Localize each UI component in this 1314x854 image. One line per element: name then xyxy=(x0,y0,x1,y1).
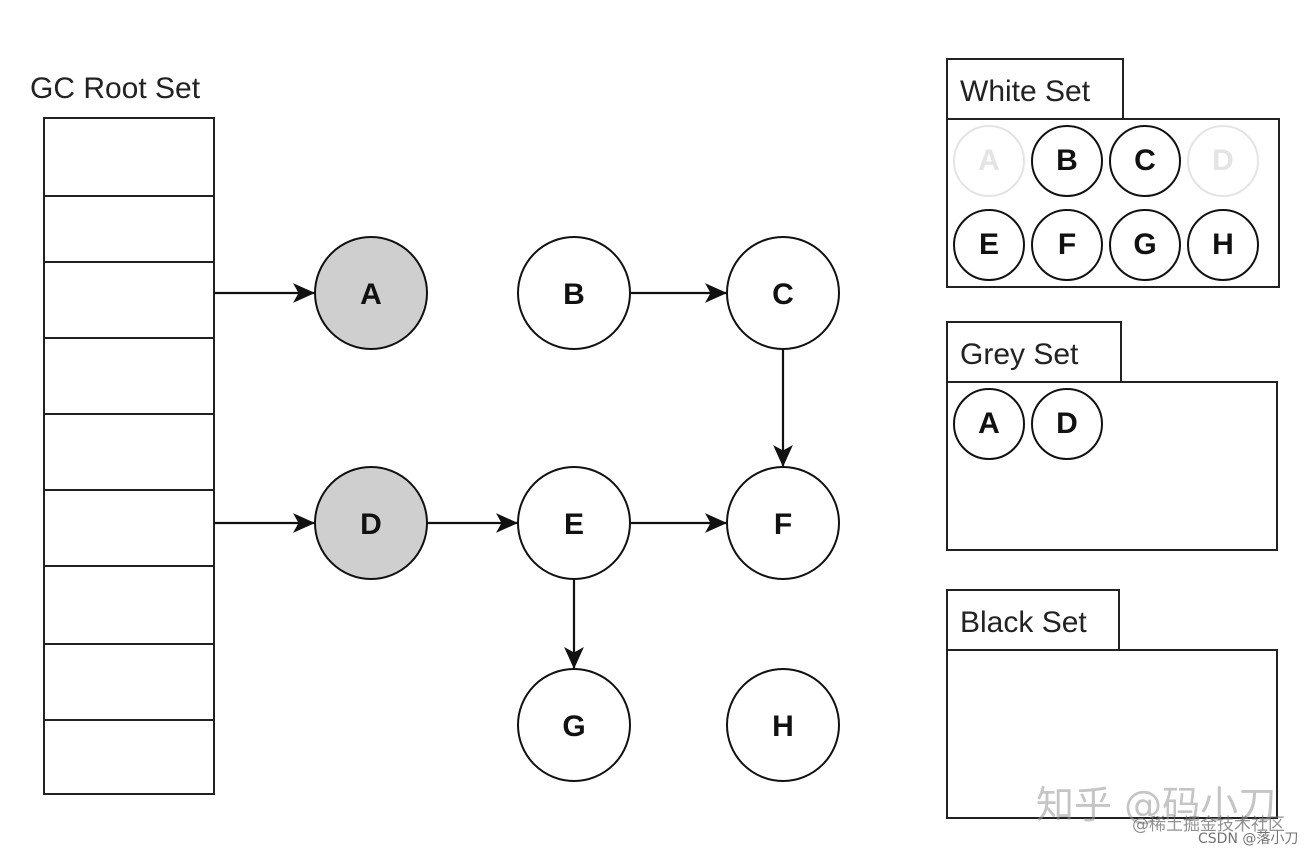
black-set-box xyxy=(946,649,1278,819)
white-set-item-H: H xyxy=(1187,209,1259,281)
node-H-label: H xyxy=(772,710,794,743)
node-A xyxy=(314,236,428,350)
node-B-label: B xyxy=(563,278,585,311)
object-nodes: A B C D E F G H xyxy=(314,236,840,782)
root-slot-2 xyxy=(43,195,215,263)
gc-root-set-title: GC Root Set xyxy=(30,72,201,105)
node-G-label: G xyxy=(562,710,585,743)
node-C xyxy=(726,236,840,350)
node-H xyxy=(726,668,840,782)
white-set-item-B: B xyxy=(1031,125,1103,197)
node-D xyxy=(314,466,428,580)
gc-root-set xyxy=(43,117,215,795)
node-F-label: F xyxy=(774,508,792,541)
black-set-tab: Black Set xyxy=(946,589,1120,651)
csdn-watermark: CSDN @落小刀 xyxy=(1198,831,1299,847)
white-set-item-A: A xyxy=(953,125,1025,197)
node-G xyxy=(517,668,631,782)
white-set-item-F: F xyxy=(1031,209,1103,281)
root-slot-3 xyxy=(43,261,215,339)
root-slot-4 xyxy=(43,337,215,415)
grey-set-item-A: A xyxy=(953,388,1025,460)
node-E-label: E xyxy=(564,508,584,541)
root-slot-9 xyxy=(43,719,215,795)
white-set-item-G: G xyxy=(1109,209,1181,281)
juejin-watermark: @稀土掘金技术社区 xyxy=(1132,815,1285,835)
white-set-item-C: C xyxy=(1109,125,1181,197)
node-A-label: A xyxy=(360,278,382,311)
node-D-label: D xyxy=(360,508,382,541)
reference-edges xyxy=(214,283,793,669)
grey-set-tab: Grey Set xyxy=(946,321,1122,383)
node-B xyxy=(517,236,631,350)
white-set-item-E: E xyxy=(953,209,1025,281)
node-E xyxy=(517,466,631,580)
zhihu-watermark: 知乎 @码小刀 xyxy=(1036,783,1277,827)
root-slot-6 xyxy=(43,489,215,567)
node-C-label: C xyxy=(772,278,794,311)
root-slot-8 xyxy=(43,643,215,721)
white-set-tab: White Set xyxy=(946,58,1124,120)
node-F xyxy=(726,466,840,580)
root-slot-7 xyxy=(43,565,215,645)
root-slot-1 xyxy=(43,117,215,197)
white-set-item-D: D xyxy=(1187,125,1259,197)
root-slot-5 xyxy=(43,413,215,491)
grey-set-item-D: D xyxy=(1031,388,1103,460)
